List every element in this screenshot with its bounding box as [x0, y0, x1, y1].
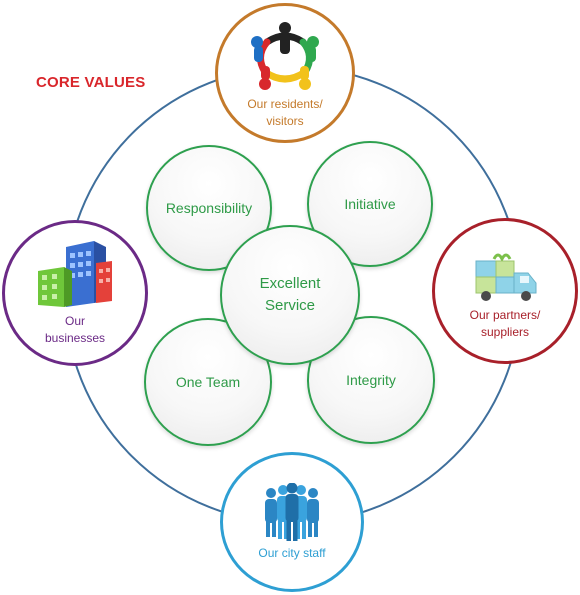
value-initiative: Initiative	[307, 141, 433, 267]
value-integrity-label: Integrity	[346, 371, 396, 388]
diagram-title: CORE VALUES	[36, 74, 146, 91]
stakeholder-city-staff: Our city staff	[220, 452, 364, 592]
staff-group-icon	[265, 483, 319, 541]
stakeholder-residents: Our residents/ visitors	[215, 3, 355, 143]
value-excellent-service: Excellent Service	[220, 225, 360, 365]
stakeholder-residents-label: Our residents/ visitors	[247, 97, 323, 128]
buildings-icon	[38, 241, 112, 307]
stakeholder-city-staff-label: Our city staff	[258, 546, 326, 560]
stakeholder-businesses: Our businesses	[2, 220, 148, 366]
delivery-truck-icon	[475, 253, 537, 301]
stakeholder-partners-label: Our partners/ suppliers	[469, 308, 541, 339]
value-one-team-label: One Team	[175, 373, 241, 390]
stakeholder-partners: Our partners/ suppliers	[432, 218, 578, 364]
value-excellent-service-label: Excellent Service	[259, 275, 321, 314]
people-circle-icon	[251, 22, 319, 90]
stakeholder-businesses-label: Our businesses	[44, 314, 106, 345]
value-initiative-label: Initiative	[344, 195, 396, 212]
value-responsibility-label: Responsibility	[165, 199, 253, 216]
